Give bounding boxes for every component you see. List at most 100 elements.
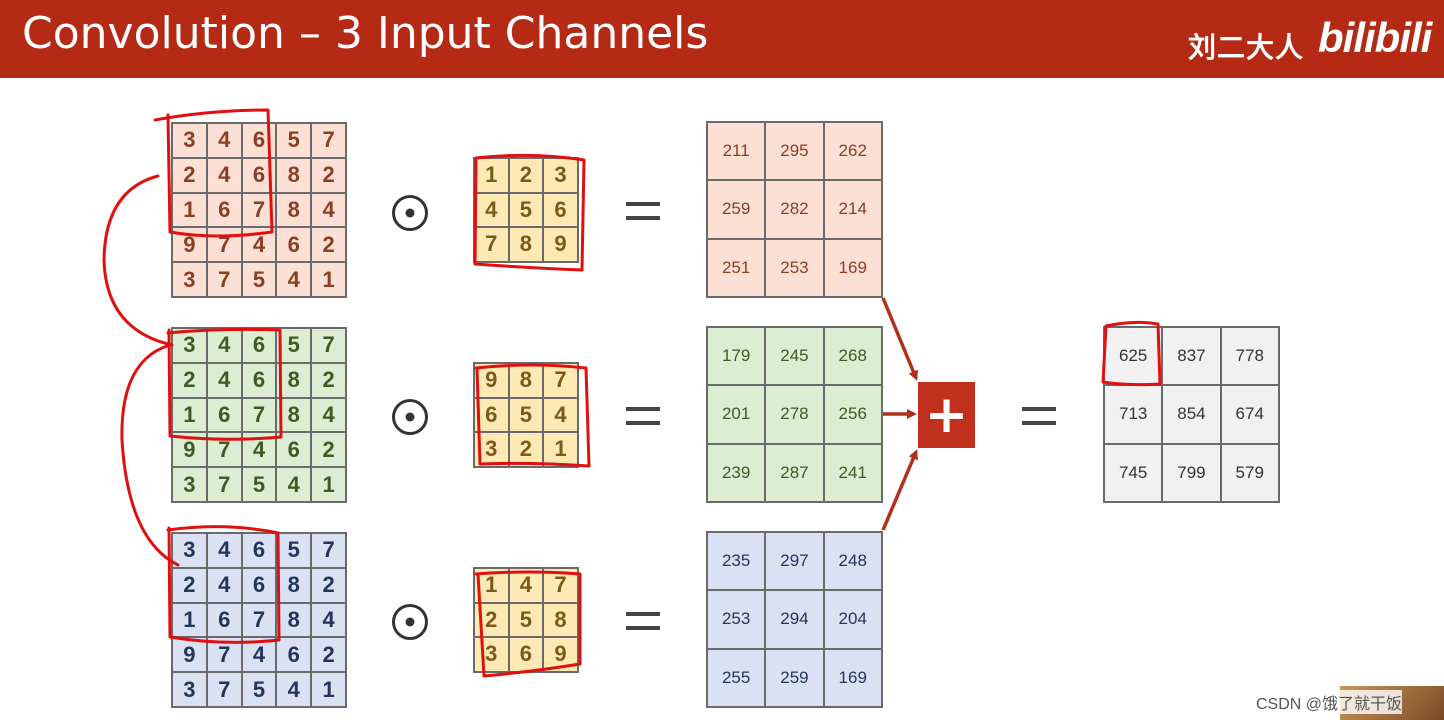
- input-channel-blue-cell: 4: [311, 602, 346, 638]
- input-channel-green-cell: 7: [206, 432, 242, 468]
- sum-operator: +: [918, 382, 975, 448]
- input-channel-red-cell: 4: [206, 157, 242, 193]
- input-channel-red-cell: 2: [311, 157, 346, 193]
- output-channel-blue-cell: 297: [765, 532, 824, 591]
- kernel-2-cell: 3: [474, 432, 509, 467]
- arrow-blue-to-sum: [881, 449, 918, 531]
- result-matrix-cell: 837: [1162, 327, 1221, 386]
- window-box-green: [166, 327, 283, 441]
- output-channel-red-cell: 295: [765, 122, 824, 181]
- equals-operator-final: [1022, 407, 1056, 425]
- input-channel-red-cell: 4: [241, 227, 277, 263]
- output-channel-green-cell: 256: [823, 385, 882, 444]
- kernel-3-cell: 8: [543, 602, 578, 638]
- input-channel-red-cell: 4: [276, 262, 312, 297]
- header-bar: Convolution – 3 Input Channels 刘二大人 bili…: [0, 0, 1444, 78]
- kernel-2-cell: 1: [543, 432, 578, 467]
- output-channel-green-cell: 245: [765, 327, 824, 386]
- input-channel-blue-cell: 3: [172, 533, 207, 568]
- window-box-blue: [166, 525, 281, 644]
- output-channel-red-cell: 253: [765, 238, 824, 297]
- csdn-watermark: CSDN @饿了就干饭: [1256, 690, 1403, 714]
- equals-operator-2: [626, 407, 660, 425]
- input-channel-green-cell: 6: [276, 432, 312, 468]
- link-curve-green-blue: [120, 343, 180, 567]
- input-channel-red-cell: 8: [276, 157, 312, 193]
- input-channel-red-cell: 1: [172, 192, 207, 228]
- result-matrix-cell: 799: [1162, 443, 1221, 502]
- kernel-2-cell: 6: [474, 397, 509, 433]
- input-channel-red-cell: 6: [276, 227, 312, 263]
- input-channel-green-cell: 2: [172, 362, 207, 398]
- output-channel-green-cell: 179: [707, 327, 766, 386]
- output-channel-blue-cell: 248: [823, 532, 882, 591]
- input-channel-blue-cell: 5: [241, 672, 277, 707]
- window-box-red: [153, 108, 274, 238]
- input-channel-green-cell: 1: [311, 467, 346, 502]
- input-channel-green-cell: 7: [206, 467, 242, 502]
- kernel-2-cell: 2: [508, 432, 544, 467]
- hand-annotations: [102, 108, 1162, 678]
- input-channel-green-cell: 1: [172, 397, 207, 433]
- kernel-3-cell: 1: [474, 568, 509, 603]
- output-channel-green-cell: 241: [823, 443, 882, 502]
- input-channel-red-cell: 6: [241, 157, 277, 193]
- author-name: 刘二大人: [1188, 32, 1305, 63]
- input-channel-green-cell: 6: [206, 397, 242, 433]
- input-channel-red-cell: 3: [172, 262, 207, 297]
- output-channel-red-cell: 211: [707, 122, 766, 181]
- bilibili-logo: bilibili: [1318, 14, 1432, 61]
- kernel-1-cell: 5: [508, 192, 544, 228]
- kernel-box-1: [473, 153, 586, 272]
- slide-title: Convolution – 3 Input Channels: [22, 8, 709, 59]
- output-channel-red-cell: 282: [765, 180, 824, 239]
- result-matrix-cell: 579: [1220, 443, 1279, 502]
- result-matrix-cell: 674: [1220, 385, 1279, 444]
- input-channel-red-cell: 8: [276, 192, 312, 228]
- input-channel-blue-cell: 7: [206, 672, 242, 707]
- input-channel-blue-cell: 6: [241, 567, 277, 603]
- kernel-3-cell: 4: [508, 568, 544, 603]
- input-channel-red-cell: 3: [172, 123, 207, 158]
- result-matrix-cell: 854: [1162, 385, 1221, 444]
- input-channel-blue-cell: 7: [311, 533, 346, 568]
- input-channel-blue-cell: 4: [276, 672, 312, 707]
- input-channel-red-cell: 7: [311, 123, 346, 158]
- input-channel-blue-cell: 7: [241, 602, 277, 638]
- input-channel-blue-cell: 1: [172, 602, 207, 638]
- input-channel-blue-cell: 3: [172, 672, 207, 707]
- elementwise-product-operator-1: [392, 195, 428, 231]
- input-channel-green-cell: 7: [241, 397, 277, 433]
- input-channel-red-cell: 6: [206, 192, 242, 228]
- output-channel-blue-cell: 294: [765, 590, 824, 649]
- input-channel-blue-cell: 6: [241, 533, 277, 568]
- input-channel-green-cell: 4: [311, 397, 346, 433]
- input-channel-green-cell: 6: [241, 362, 277, 398]
- input-channel-blue-cell: 8: [276, 602, 312, 638]
- elementwise-product-operator-3: [392, 604, 428, 640]
- kernel-1-cell: 6: [543, 192, 578, 228]
- input-channel-green-cell: 9: [172, 432, 207, 468]
- input-channel-green-cell: 5: [241, 467, 277, 502]
- output-channel-red-cell: 251: [707, 238, 766, 297]
- output-channel-green-cell: 287: [765, 443, 824, 502]
- output-channel-green-cell: 239: [707, 443, 766, 502]
- input-channel-green-cell: 8: [276, 397, 312, 433]
- input-channel-blue-cell: 6: [276, 637, 312, 673]
- input-channel-red-cell: 9: [172, 227, 207, 263]
- input-channel-green-cell: 4: [241, 432, 277, 468]
- kernel-1-cell: 2: [508, 158, 544, 193]
- kernel-3-cell: 7: [543, 568, 578, 603]
- input-channel-blue-cell: 8: [276, 567, 312, 603]
- input-channel-blue-cell: 7: [206, 637, 242, 673]
- kernel-3-cell: 5: [508, 602, 544, 638]
- input-channel-red-cell: 6: [241, 123, 277, 158]
- sum-arrows: [881, 297, 918, 531]
- output-channel-blue-cell: 169: [823, 648, 882, 707]
- input-channel-green-cell: 4: [276, 467, 312, 502]
- input-channel-blue-cell: 2: [311, 567, 346, 603]
